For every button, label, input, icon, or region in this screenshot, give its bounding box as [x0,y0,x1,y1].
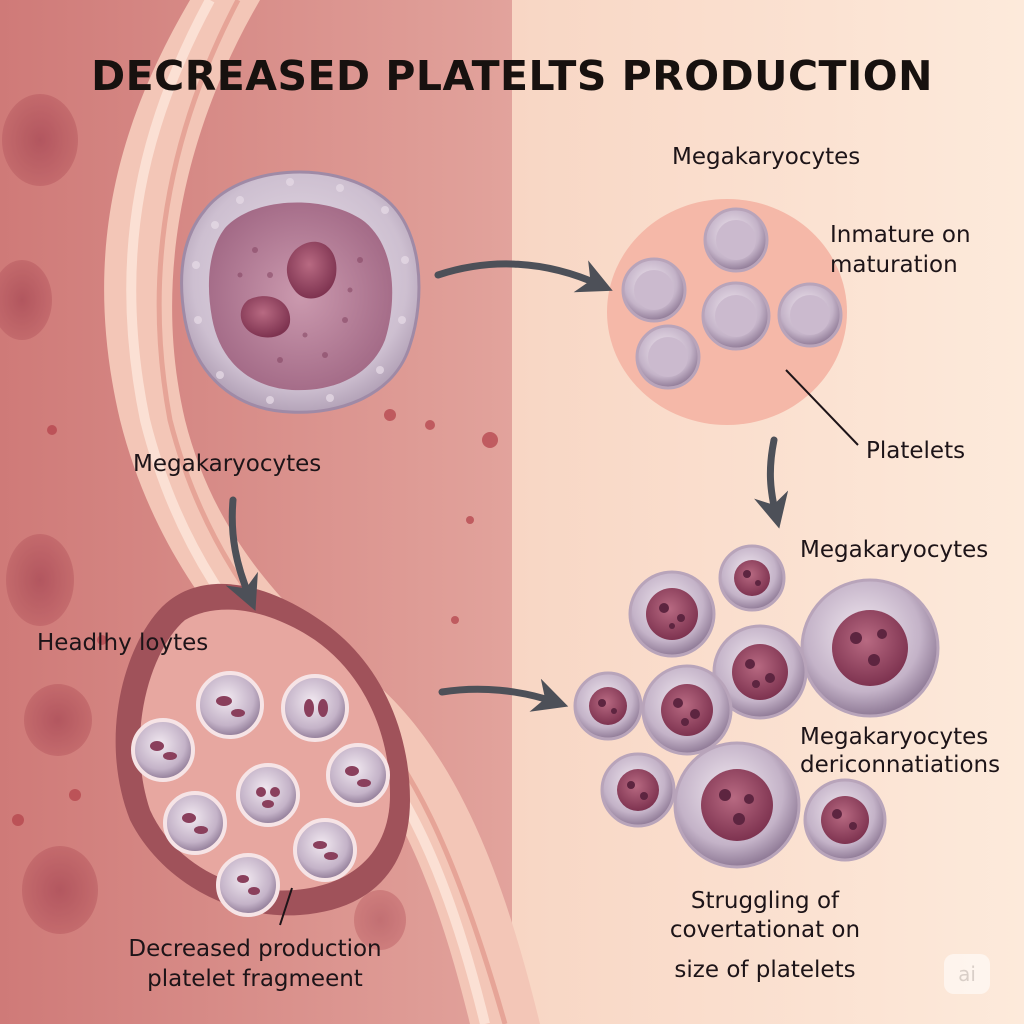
ai-watermark-badge: ai [944,954,990,994]
blood-vessel [104,0,540,1024]
platelets-pointer-line [785,369,859,446]
arrow-to-healthy [225,496,258,611]
immature-megakaryocyte-cluster [607,199,847,425]
label-healthy-cells: Headlhy loytes [37,630,209,656]
label-dericon-line2: dericonnatiations [800,752,1001,778]
label-right-megakaryocytes-mid: Megakaryocytes [800,537,989,563]
label-struggle-line2: covertationat on [669,917,861,943]
megakaryocyte-cluster [573,544,940,869]
label-immature-line1: Inmature on [830,222,971,248]
label-decreased-line2: platelet fragmeent [147,966,363,992]
label-platelets: Platelets [866,438,966,464]
label-struggle-line1: Struggling of [690,888,840,914]
page-title: DECREASED PLATELTS PRODUCTION [91,52,933,100]
label-left-megakaryocytes: Megakaryocytes [133,451,322,477]
label-struggle-line3: size of platelets [674,957,856,983]
arrow-to-immature [434,260,613,293]
arrow-to-cluster [754,436,789,529]
decreased-pointer-line [279,887,293,926]
label-immature-line2: maturation [830,252,958,278]
label-decreased-line1: Decreased production [128,936,382,962]
label-dericon-line1: Megakaryocytes [800,724,989,750]
arrow-to-megakaryocytes [438,678,569,712]
background-blood-cells [0,94,498,950]
megakaryocyte-large [180,170,421,414]
label-right-megakaryocytes-top: Megakaryocytes [672,144,861,170]
healthy-cells [131,671,390,917]
